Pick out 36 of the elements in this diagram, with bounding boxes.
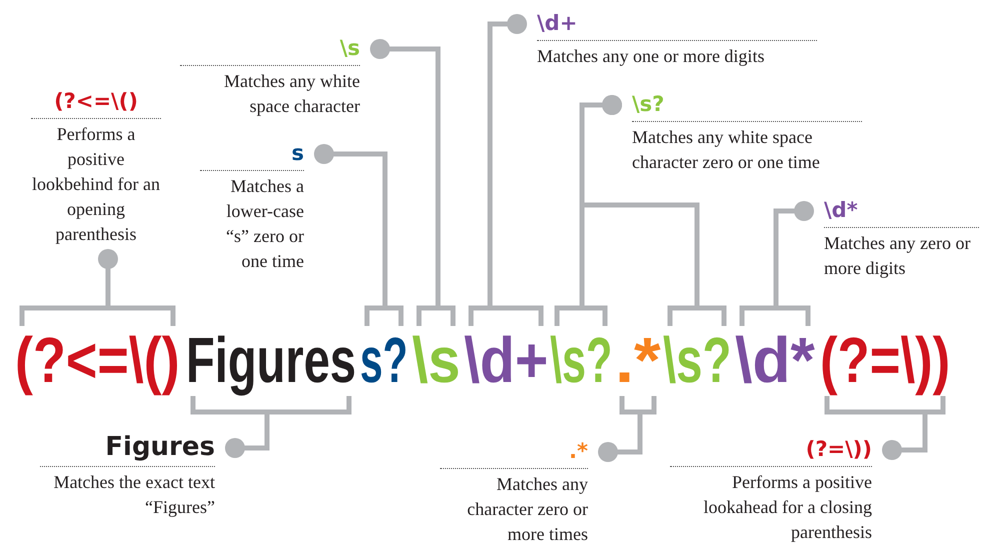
pattern-label: Figures — [40, 432, 215, 467]
leader-line — [314, 144, 404, 328]
description: Matches a lower-case “s” zero or one time — [225, 175, 304, 273]
regex-token: Figures — [186, 326, 356, 394]
regex-token: .* — [615, 326, 661, 394]
pattern-label: \d* — [824, 197, 979, 228]
leader-line — [190, 394, 352, 458]
pattern-label: (?=\)) — [670, 436, 872, 467]
regex-token: s? — [360, 326, 408, 394]
regex-token: \d+ — [464, 326, 548, 394]
regex-token: \s — [412, 326, 460, 394]
description: Matches any white space character zero or one time — [632, 126, 821, 174]
pattern-label: \s? — [632, 91, 862, 122]
regex-token: \s? — [550, 326, 612, 394]
description: Matches any one or more digits — [537, 45, 766, 68]
leader-line — [370, 39, 456, 328]
leader-line — [740, 201, 814, 328]
description: Performs a positive lookbehind for an opening parenthesis — [31, 123, 161, 246]
leader-line — [598, 394, 656, 462]
regex-token: \d* — [735, 326, 815, 394]
pattern-label: (?<=\() — [31, 88, 161, 119]
leader-line — [468, 14, 544, 328]
leader-line — [824, 394, 946, 460]
pattern-label: s — [200, 140, 304, 171]
description: Matches any white space character — [223, 70, 360, 118]
description: Performs a positive lookahead for a closing parenthesis — [702, 471, 872, 544]
leader-line — [20, 249, 176, 328]
regex-token: (?=\)) — [820, 326, 950, 394]
pattern-label: \s — [180, 35, 360, 66]
regex-token: (?<=\() — [15, 326, 180, 394]
description: Matches any character zero or more times — [466, 473, 588, 546]
regex-token: \s? — [663, 326, 732, 394]
description: Matches any zero or more digits — [824, 232, 972, 280]
description: Matches the exact text “Figures” — [52, 471, 215, 519]
pattern-label: .* — [440, 438, 588, 469]
pattern-label: \d+ — [537, 10, 817, 41]
